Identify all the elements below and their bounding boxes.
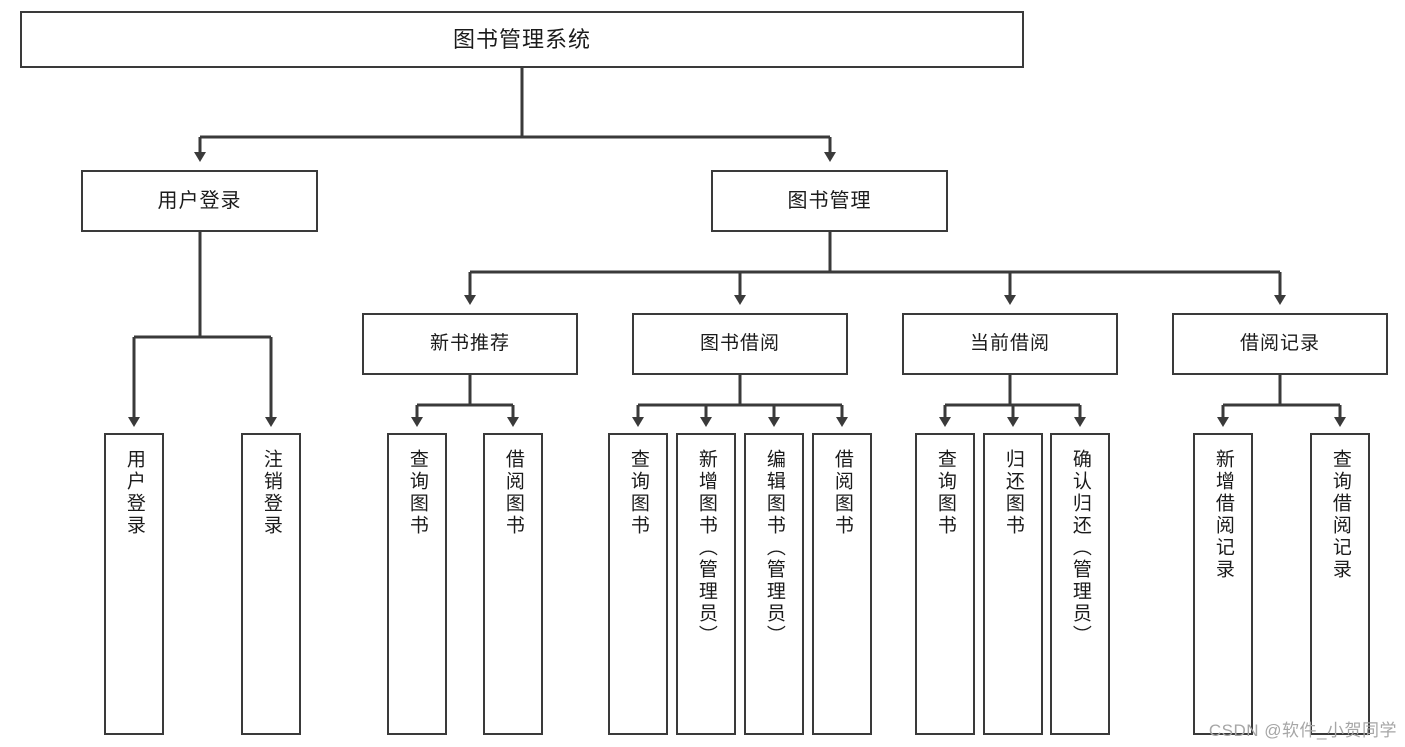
node-book-borrow[interactable]: 图书借阅: [632, 313, 848, 375]
leaf-borrow-edit-book-label: 编辑图书（管理员）: [763, 449, 785, 647]
leaf-new-book-query[interactable]: 查询图书: [387, 433, 447, 735]
leaf-current-confirm-return-label: 确认归还（管理员）: [1069, 449, 1091, 647]
node-new-book-recommend-label: 新书推荐: [429, 333, 510, 355]
node-new-book-recommend[interactable]: 新书推荐: [362, 313, 578, 375]
leaf-borrow-query-book-label: 查询图书: [627, 449, 649, 537]
leaf-borrow-borrow-book[interactable]: 借阅图书: [812, 433, 872, 735]
leaf-new-book-borrow[interactable]: 借阅图书: [483, 433, 543, 735]
leaf-record-query[interactable]: 查询借阅记录: [1310, 433, 1370, 735]
node-user-login[interactable]: 用户登录: [81, 170, 318, 232]
leaf-borrow-borrow-book-label: 借阅图书: [831, 449, 853, 537]
watermark-text: CSDN @软件_小贺同学: [1208, 721, 1397, 740]
node-root[interactable]: 图书管理系统: [20, 11, 1024, 68]
leaf-record-add[interactable]: 新增借阅记录: [1193, 433, 1253, 735]
leaf-user-login-login-label: 用户登录: [123, 449, 145, 537]
node-root-label: 图书管理系统: [452, 26, 591, 52]
leaf-record-add-label: 新增借阅记录: [1212, 449, 1234, 581]
leaf-current-return-book-label: 归还图书: [1002, 449, 1024, 537]
node-borrow-record[interactable]: 借阅记录: [1172, 313, 1388, 375]
leaf-borrow-edit-book[interactable]: 编辑图书（管理员）: [744, 433, 804, 735]
node-user-login-label: 用户登录: [157, 189, 242, 212]
node-book-management[interactable]: 图书管理: [711, 170, 948, 232]
leaf-record-query-label: 查询借阅记录: [1329, 449, 1351, 581]
leaf-current-query-book-label: 查询图书: [934, 449, 956, 537]
leaf-user-login-logout-label: 注销登录: [260, 449, 282, 537]
leaf-current-query-book[interactable]: 查询图书: [915, 433, 975, 735]
node-book-management-label: 图书管理: [787, 189, 872, 212]
leaf-borrow-query-book[interactable]: 查询图书: [608, 433, 668, 735]
leaf-borrow-add-book[interactable]: 新增图书（管理员）: [676, 433, 736, 735]
node-borrow-record-label: 借阅记录: [1239, 333, 1320, 355]
leaf-user-login-login[interactable]: 用户登录: [104, 433, 164, 735]
node-current-borrow[interactable]: 当前借阅: [902, 313, 1118, 375]
node-book-borrow-label: 图书借阅: [699, 333, 780, 355]
leaf-current-return-book[interactable]: 归还图书: [983, 433, 1043, 735]
leaf-current-confirm-return[interactable]: 确认归还（管理员）: [1050, 433, 1110, 735]
leaf-new-book-borrow-label: 借阅图书: [502, 449, 524, 537]
leaf-borrow-add-book-label: 新增图书（管理员）: [695, 449, 717, 647]
node-current-borrow-label: 当前借阅: [969, 333, 1050, 355]
leaf-user-login-logout[interactable]: 注销登录: [241, 433, 301, 735]
leaf-new-book-query-label: 查询图书: [406, 449, 428, 537]
